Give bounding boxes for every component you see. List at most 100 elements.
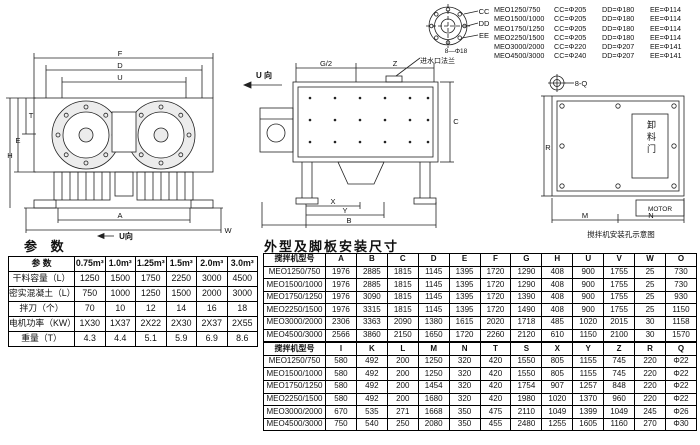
column-header: A: [325, 253, 357, 267]
cell-value: 907: [541, 379, 574, 394]
dim-label-R: R: [545, 143, 551, 152]
column-header: W: [634, 253, 666, 267]
cell-value: 805: [541, 367, 574, 381]
column-header: 搅拌机型号: [263, 253, 326, 267]
cell-value: 1650: [417, 328, 450, 343]
cell-value: 2260: [479, 328, 512, 343]
spec-cc: CC=Φ220: [554, 42, 587, 52]
cell-value: 1049: [541, 405, 574, 419]
cell-value: 320: [448, 392, 481, 407]
cell-value: 2566: [325, 328, 357, 343]
row-label: MEO1750/1250: [263, 379, 326, 394]
cell-value: 420: [479, 367, 512, 381]
dim-label-G2: G/2: [320, 59, 332, 68]
cell-value: 485: [541, 315, 574, 330]
motor-right: [136, 171, 194, 201]
cell-value: 4.4: [104, 331, 136, 347]
cell-value: 320: [448, 367, 481, 381]
cell-value: 408: [541, 265, 574, 280]
spec-cc: CC=Φ205: [554, 32, 587, 42]
mixer-front-view-drawing: F D U T E H A W U向: [6, 49, 232, 241]
cell-value: 1155: [572, 354, 605, 369]
cell-value: 1976: [325, 265, 357, 280]
view-direction-label: U向: [119, 231, 133, 241]
cell-value: 1395: [448, 303, 481, 317]
row-label: 重量（T）: [8, 331, 75, 347]
cell-value: 1158: [664, 315, 698, 330]
cell-value: 1150: [664, 303, 698, 317]
cell-value: 420: [479, 379, 512, 394]
side-view-dimension-lines: [261, 57, 454, 228]
cell-value: 1720: [479, 265, 512, 280]
cell-value: 1976: [325, 290, 357, 305]
cell-value: 1250: [417, 367, 450, 381]
flange-dim-label-DD: DD: [479, 19, 490, 28]
dim-label-Y: Y: [342, 206, 347, 215]
cell-value: 2080: [417, 417, 450, 432]
cell-value: 1718: [510, 315, 543, 330]
spec-ee: EE=Φ114: [650, 32, 681, 42]
cell-value: 350: [448, 405, 481, 419]
cell-value: 5.1: [135, 331, 167, 347]
cell-value: Φ22: [664, 354, 698, 369]
spec-dd: DD=Φ207: [602, 51, 635, 61]
row-label: MEO1750/1250: [263, 290, 326, 305]
cell-value: 1020: [572, 315, 605, 330]
row-label: MEO1250/750: [263, 265, 326, 280]
dim-label-F: F: [118, 49, 123, 58]
column-header: U: [572, 253, 605, 267]
column-header: Q: [664, 342, 698, 356]
spec-dd: DD=Φ207: [602, 42, 635, 52]
spec-dd: DD=Φ180: [602, 14, 635, 24]
side-view-direction-label: U 向: [256, 70, 272, 80]
spec-model: MEO4500/3000: [494, 51, 545, 61]
cell-value: 745: [603, 354, 636, 369]
cell-value: 745: [603, 367, 636, 381]
cell-value: 220: [634, 392, 666, 407]
cell-value: 3363: [355, 315, 388, 330]
cell-value: 1150: [572, 328, 605, 343]
cell-value: 1720: [448, 328, 481, 343]
dim-label-C: C: [453, 117, 459, 126]
cell-value: 3090: [355, 290, 388, 305]
drum-side-body: [292, 75, 439, 163]
cell-value: 30: [634, 328, 666, 343]
cell-value: 25: [634, 303, 666, 317]
row-label: MEO1500/1000: [263, 367, 326, 381]
mixer-side-view-drawing: G/2 Z C X Y B U 向: [242, 57, 459, 228]
cell-value: 492: [355, 367, 388, 381]
side-motor: [259, 107, 294, 153]
column-header: 参 数: [8, 256, 75, 272]
cell-value: 10: [104, 301, 136, 317]
view-direction-arrow: [96, 232, 114, 240]
column-header: G: [510, 253, 543, 267]
dim-label-A: A: [117, 211, 122, 220]
row-label: MEO3000/2000: [263, 315, 326, 330]
discharge-hopper: [337, 161, 385, 185]
spec-ee: EE=Φ114: [650, 23, 681, 33]
spec-model: MEO1250/750: [494, 5, 541, 14]
cell-value: 2X55: [226, 316, 258, 332]
dim-label-D: D: [117, 61, 123, 70]
cell-value: 492: [355, 392, 388, 407]
cell-value: 1755: [603, 303, 636, 317]
cell-value: 475: [479, 405, 512, 419]
cell-value: 670: [325, 405, 357, 419]
column-header: R: [634, 342, 666, 356]
cell-value: 408: [541, 278, 574, 292]
cell-value: 1399: [572, 405, 605, 419]
cell-value: 1380: [417, 315, 450, 330]
dim-label-W: W: [224, 226, 232, 235]
cell-value: 580: [325, 367, 357, 381]
column-header: K: [355, 342, 388, 356]
cell-value: 1815: [386, 303, 419, 317]
